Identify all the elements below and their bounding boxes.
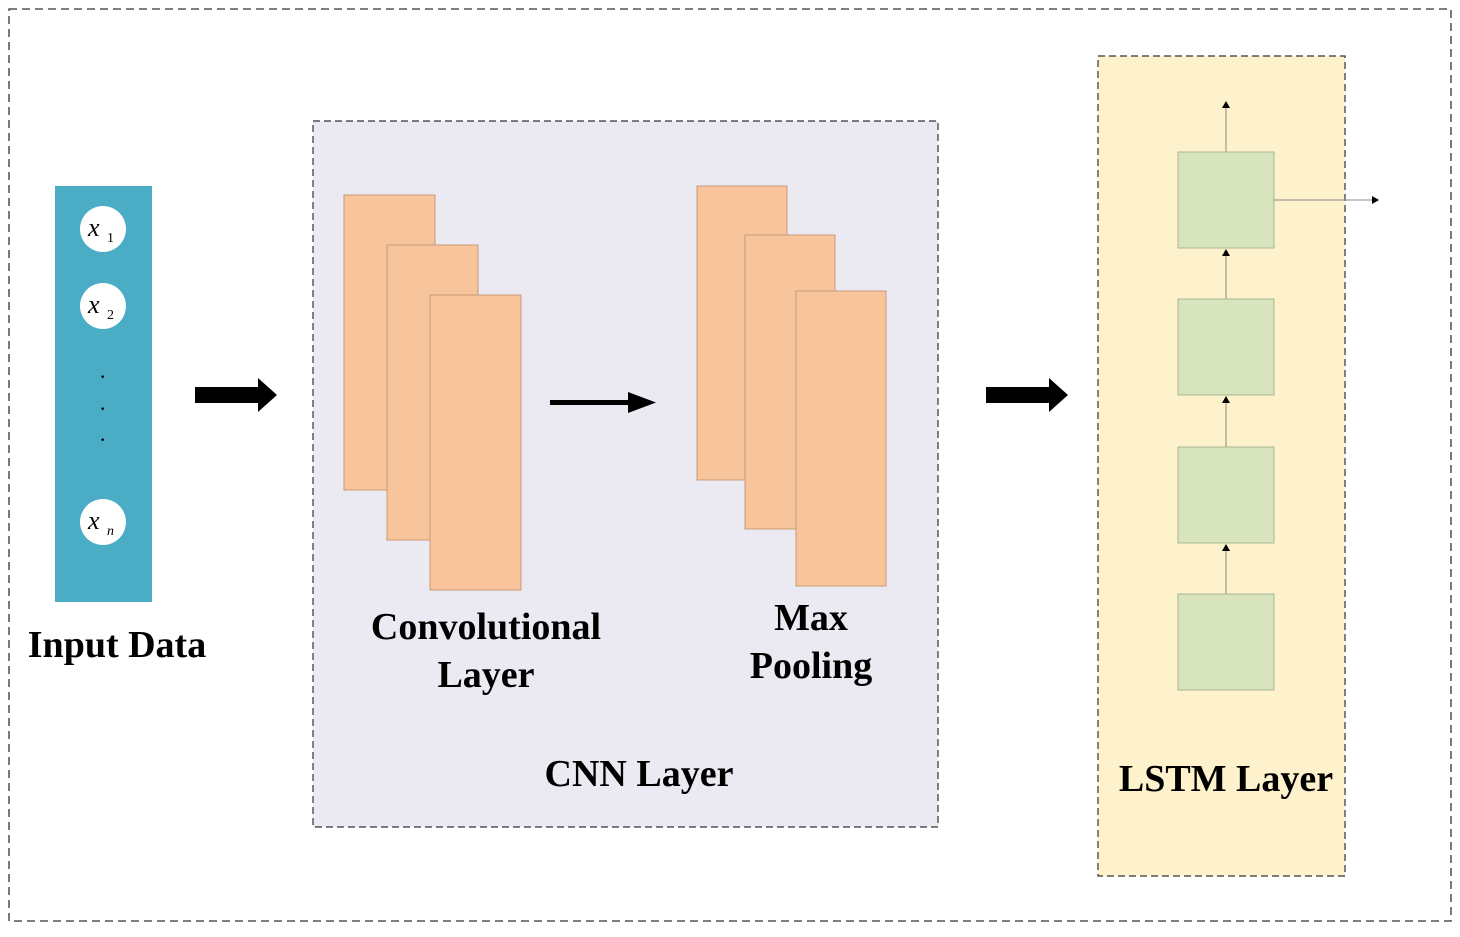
conv-feature-map xyxy=(429,294,522,591)
lstm-cell xyxy=(1177,298,1275,396)
thick-arrow-cnn-to-lstm xyxy=(986,378,1068,412)
input-node-circle xyxy=(80,283,126,329)
node-var: x xyxy=(87,290,100,319)
pool-feature-map xyxy=(795,290,887,587)
pool-label-line2: Pooling xyxy=(750,645,872,687)
ellipsis-dot: · xyxy=(99,396,106,421)
thick-arrow-input-to-cnn xyxy=(195,378,277,412)
lstm-cell xyxy=(1177,593,1275,691)
lstm-cell xyxy=(1177,446,1275,544)
input-data-label: Input Data xyxy=(28,624,206,666)
svg-text:x: x xyxy=(87,506,100,535)
node-var: x xyxy=(87,506,100,535)
input-node-circle xyxy=(80,206,126,252)
input-data-group: x 1 x 2 · · · x n Input Data xyxy=(28,186,206,666)
svg-text:2: 2 xyxy=(107,308,114,323)
node-sub: n xyxy=(107,524,114,539)
node-var: x xyxy=(87,213,100,242)
svg-text:1: 1 xyxy=(107,231,114,246)
input-node-x1: x 1 xyxy=(80,206,126,252)
pool-label-line1: Max xyxy=(774,597,848,639)
arrow-conv-to-pool xyxy=(550,392,656,413)
input-node-xn: x n xyxy=(80,499,126,545)
lstm-layer-title: LSTM Layer xyxy=(1119,758,1333,800)
svg-text:x: x xyxy=(87,290,100,319)
svg-text:x: x xyxy=(87,213,100,242)
cnn-layer-group: Convolutional Layer Max Pooling CNN Laye… xyxy=(312,120,939,828)
outer-frame xyxy=(8,8,1452,922)
ellipsis-dot: · xyxy=(99,364,106,389)
cnn-layer-title: CNN Layer xyxy=(545,753,734,795)
ellipsis-dot: · xyxy=(99,427,106,452)
node-sub: 2 xyxy=(107,308,114,323)
input-node-x2: x 2 xyxy=(80,283,126,329)
lstm-layer-group: LSTM Layer xyxy=(1097,55,1379,877)
conv-label-line2: Layer xyxy=(437,654,534,696)
lstm-cell xyxy=(1177,151,1275,249)
svg-text:n: n xyxy=(107,524,114,539)
input-node-circle xyxy=(80,499,126,545)
conv-label-line1: Convolutional xyxy=(371,606,601,648)
node-sub: 1 xyxy=(107,231,114,246)
